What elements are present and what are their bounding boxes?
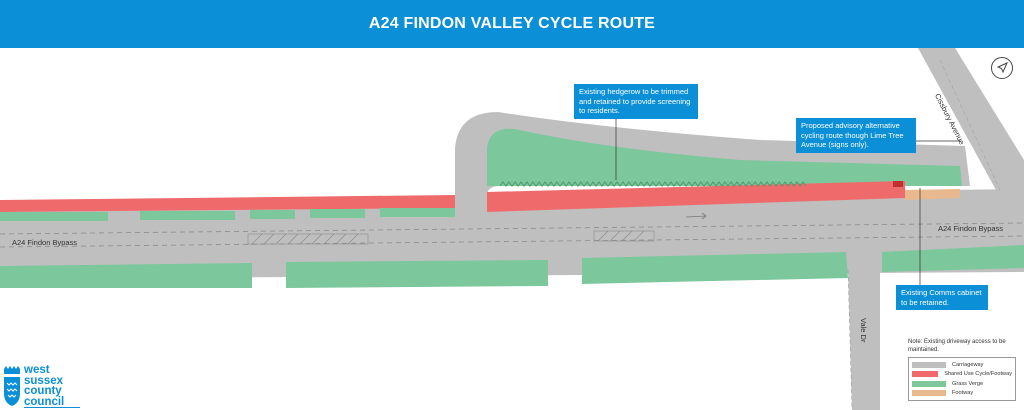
legend-item: Shared Use Cycle/Footway [912,370,1012,380]
legend-swatch [912,390,946,397]
upper-verge-3 [250,210,295,219]
callout-comms: Existing Comms cabinet to be retained. [896,285,988,310]
legend-label: Footway [952,390,974,397]
title-bar: A24 FINDON VALLEY CYCLE ROUTE [0,0,1024,48]
lower-verge-1 [0,263,252,288]
north-arrow-icon [991,57,1013,79]
upper-verge-5 [380,208,455,217]
shared-use-path-east [487,181,905,212]
page-title: A24 FINDON VALLEY CYCLE ROUTE [368,15,656,32]
cissbury-avenue-road [918,48,1024,190]
upper-verge-1 [0,212,108,221]
legend-label: Shared Use Cycle/Footway [944,371,1012,378]
legend-note: Note: Existing driveway access to be mai… [908,339,1006,353]
lower-verge-3 [582,252,848,284]
legend-item: Grass Verge [912,379,1012,389]
legend-swatch [912,371,939,378]
logo-line: council [24,395,65,408]
road-label-bypass-left: A24 Findon Bypass [12,238,78,247]
logo-underline [24,407,80,408]
legend-label: Grass Verge [952,380,984,387]
upper-verge-2 [140,211,235,220]
council-logo: west sussex county council [2,365,82,410]
legend-swatch [912,361,946,368]
hatched-area-1 [247,233,369,245]
legend-box: Carriageway Shared Use Cycle/Footway Gra… [908,357,1016,401]
hedgerow-icon [499,181,807,187]
hatched-area-2 [593,230,655,242]
shared-use-path-west [0,195,455,212]
logo-line: sussex [24,374,64,387]
callout-advisory: Proposed advisory alternative cycling ro… [796,118,916,153]
road-label-bypass-right: A24 Findon Bypass [938,224,1004,233]
road-label-vale: Vale Dr [859,318,868,343]
direction-arrow-icon [685,212,707,220]
inner-verge [487,128,962,186]
legend: Note: Existing driveway access to be mai… [908,339,1016,401]
legend-item: Carriageway [912,360,1012,370]
council-name: west sussex county council [24,365,64,407]
council-crest-icon [4,366,20,406]
logo-line: west [24,364,50,376]
lower-verge-2 [286,260,548,288]
lower-verge-4 [882,245,1024,272]
vale-dr-road [848,270,880,410]
upper-verge-4 [310,209,365,218]
map [0,48,1024,410]
footway [905,189,960,200]
comms-cabinet-icon [893,181,903,187]
legend-swatch [912,380,946,387]
legend-label: Carriageway [952,361,984,368]
logo-line: county [24,385,62,397]
legend-item: Footway [912,389,1012,399]
callout-hedgerow: Existing hedgerow to be trimmed and reta… [574,84,698,119]
